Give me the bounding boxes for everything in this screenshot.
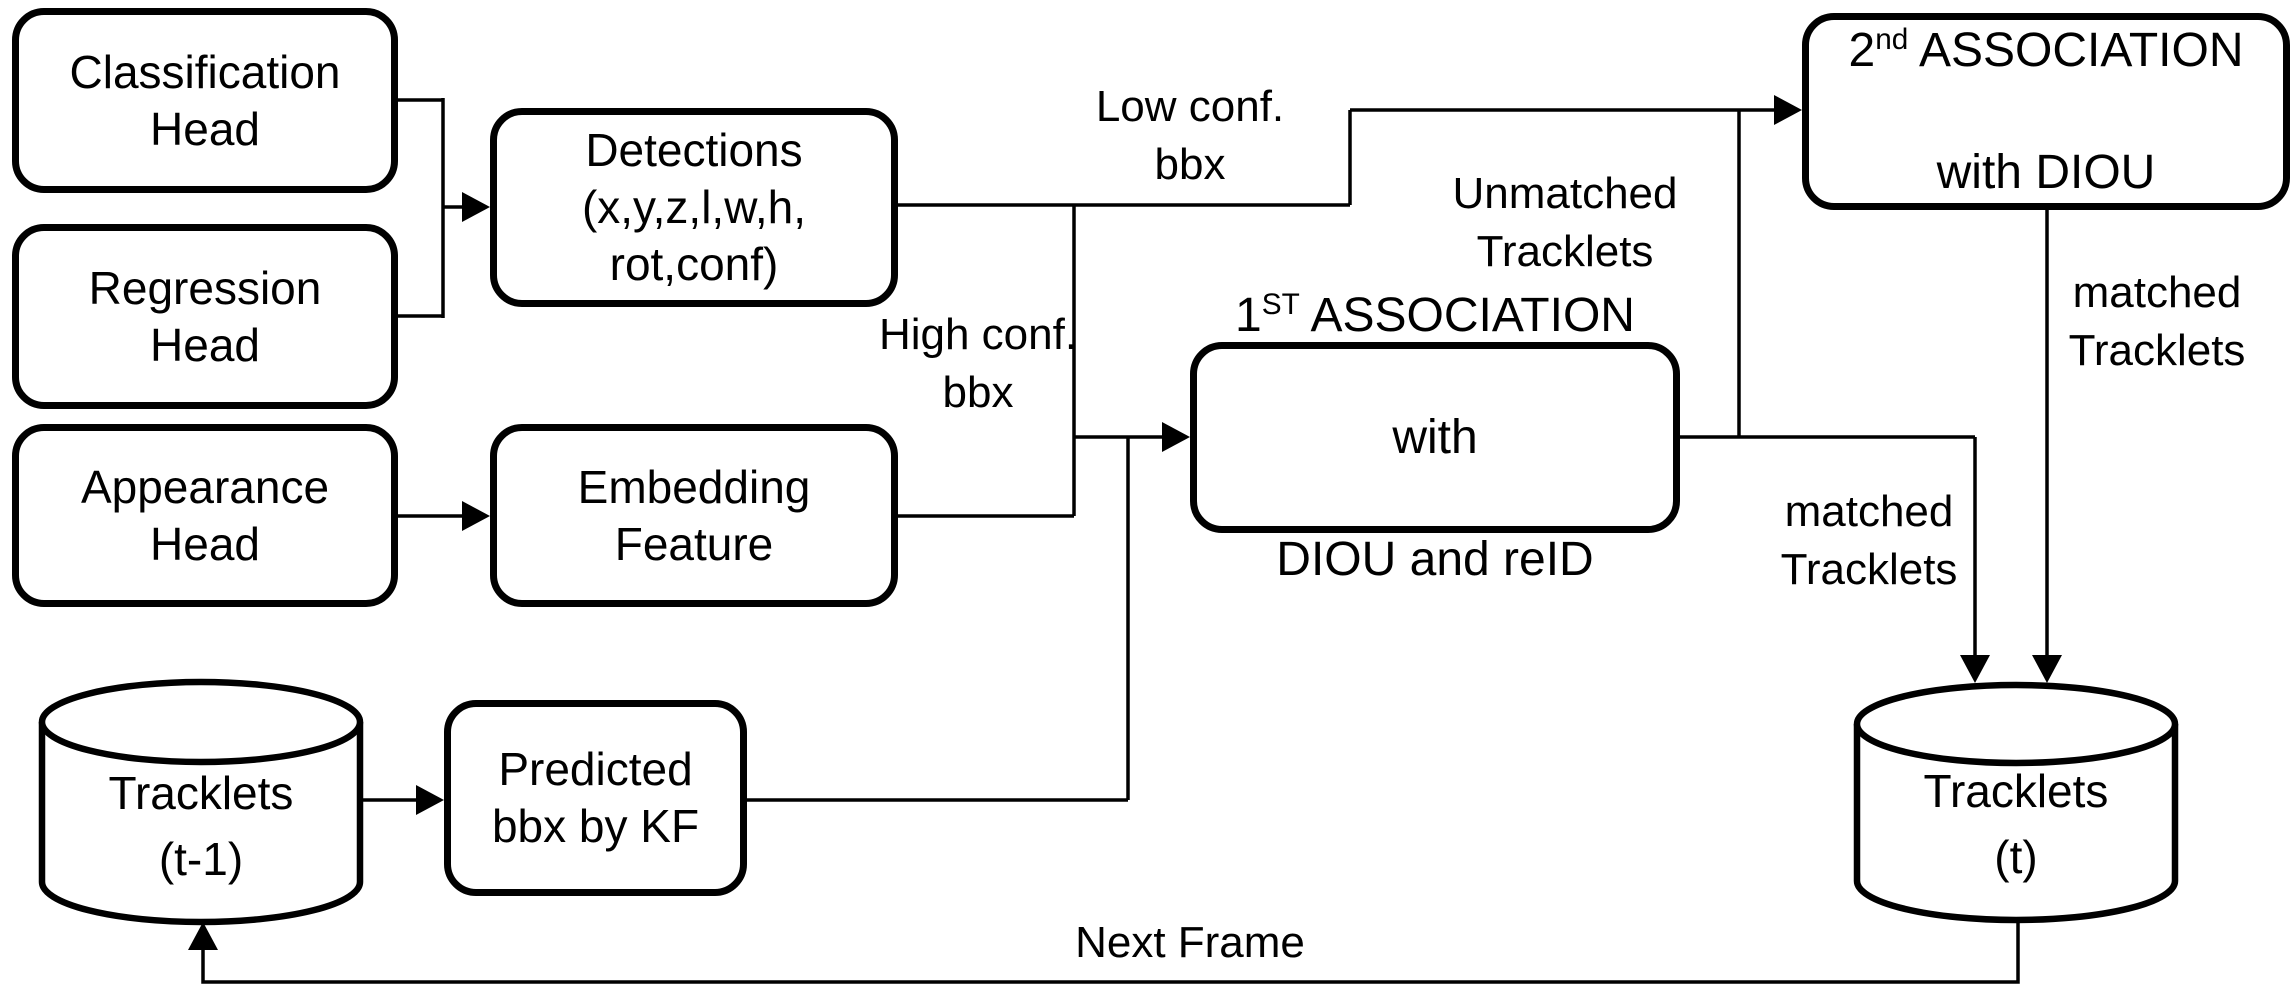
second-association-line1: 2nd ASSOCIATION: [1848, 23, 2244, 77]
node-first-association: 1ST ASSOCIATION with DIOU and reID: [1190, 289, 1680, 586]
tracklets-prev-cylinder-body: [38, 722, 364, 926]
arrowhead-into-assoc1: [1162, 422, 1190, 452]
node-regression-head-label: Regression Head: [88, 261, 322, 371]
node-detections-label: Detections (x,y,z,l,w,h, rot,conf): [581, 124, 807, 290]
node-appearance-head: Appearance Head: [12, 424, 398, 607]
arrowhead-next-frame: [188, 922, 218, 950]
node-classification-head-label: Classification Head: [69, 45, 341, 155]
node-detections: Detections (x,y,z,l,w,h, rot,conf): [490, 108, 898, 307]
first-association-line3: DIOU and reID: [1276, 533, 1594, 586]
edge-high-conf-merge: [898, 205, 1076, 518]
edge-heads-merge: [398, 98, 466, 318]
label-unmatched-tracklets: Unmatched Tracklets: [1452, 169, 1678, 276]
label-matched-tracklets-right: matched Tracklets: [2068, 268, 2246, 375]
edge-assoc1-out: [1680, 110, 1975, 439]
arrowhead-matched-mid: [1960, 655, 1990, 683]
node-tracklets-curr-label: Tracklets (t): [1923, 765, 2109, 883]
first-association-line2: with: [1392, 411, 1478, 464]
tracklets-prev-cylinder-top: [38, 678, 364, 766]
first-association-line1: 1ST ASSOCIATION: [1235, 288, 1635, 342]
node-classification-head: Classification Head: [12, 8, 398, 193]
node-embedding-feature: Embedding Feature: [490, 424, 898, 607]
ordinal-superscript: nd: [1875, 23, 1909, 56]
node-tracklets-prev-label: Tracklets (t-1): [108, 767, 294, 885]
second-association-line2: with DIOU: [1936, 146, 2156, 199]
node-regression-head: Regression Head: [12, 224, 398, 409]
edge-detections-low-conf: [898, 108, 1778, 207]
label-low-conf-bbx: Low conf. bbx: [1095, 82, 1285, 189]
arrowhead-into-assoc2: [1774, 95, 1802, 125]
node-second-association: 2nd ASSOCIATION with DIOU: [1802, 13, 2290, 210]
label-next-frame: Next Frame: [1075, 918, 1305, 967]
node-second-association-label: 2nd ASSOCIATION with DIOU: [1849, 0, 2244, 264]
edge-predicted-merge: [747, 437, 1130, 802]
node-embedding-feature-label: Embedding Feature: [577, 460, 811, 570]
label-matched-tracklets-mid: matched Tracklets: [1780, 487, 1958, 594]
arrowhead-into-embedding: [462, 501, 490, 531]
arrowhead-matched-right: [2032, 655, 2062, 683]
arrowhead-into-predicted: [416, 785, 444, 815]
edge-next-frame: [201, 920, 2020, 984]
node-predicted-bbx-label: Predicted bbx by KF: [491, 743, 700, 852]
tracklets-curr-cylinder-top: [1853, 681, 2179, 767]
node-appearance-head-label: Appearance Head: [80, 460, 330, 570]
tracklets-curr-cylinder-body: [1853, 724, 2179, 924]
arrowhead-into-detections: [462, 192, 490, 222]
label-high-conf-bbx: High conf. bbx: [878, 310, 1078, 417]
node-first-association-label: 1ST ASSOCIATION with DIOU and reID: [1235, 224, 1635, 651]
node-predicted-bbx: Predicted bbx by KF: [444, 700, 747, 896]
ordinal-superscript: ST: [1261, 288, 1300, 321]
